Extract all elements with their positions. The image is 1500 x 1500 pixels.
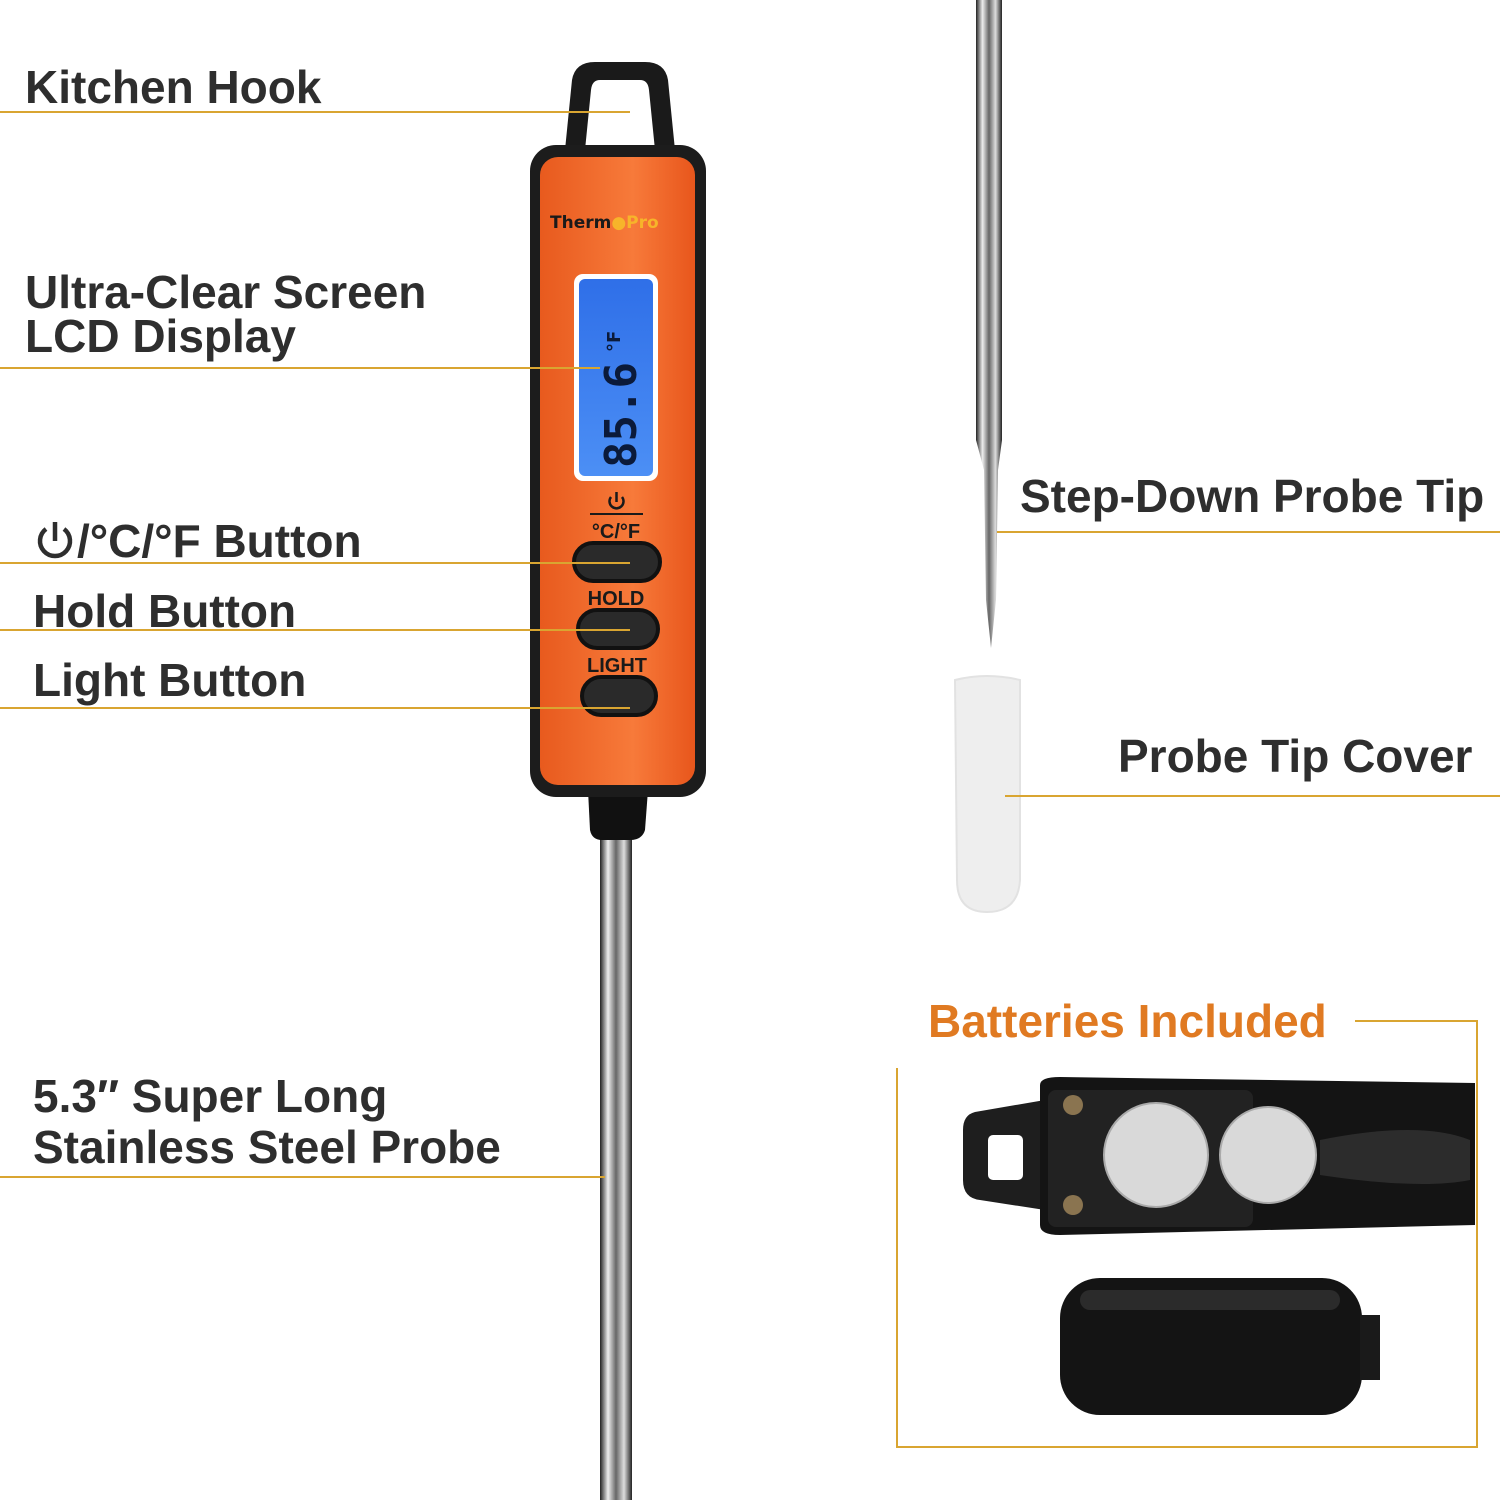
leader-line [0,367,600,369]
lcd-unit: °F [604,331,625,352]
label-screen-line1: Ultra-Clear Screen [25,266,427,318]
brand-logo: Therm●Pro [550,213,659,233]
light-button[interactable] [580,675,658,717]
label-light-button: Light Button [33,654,307,706]
leader-line [0,562,630,564]
probe-tip-cover [953,675,1021,914]
light-button-label: LIGHT [587,655,647,677]
kitchen-hook [565,62,675,150]
power-icon [37,522,73,559]
battery-compartment-photo [963,1077,1475,1235]
frame-line [1476,1020,1478,1448]
power-button-label-text: /°C/°F Button [77,515,362,567]
frame-line [1355,1020,1478,1022]
label-power-button: /°C/°F Button [33,518,362,564]
battery-cover-photo [1060,1278,1380,1415]
hold-button-label: HOLD [588,588,645,610]
label-probe-line1: 5.3″ Super Long [33,1070,388,1122]
leader-line [997,531,1500,533]
frame-line [896,1446,1478,1448]
label-tip-cover: Probe Tip Cover [1118,730,1473,782]
leader-line [1005,795,1500,797]
coin-battery [1219,1106,1317,1204]
frame-line [896,1068,898,1448]
unit-button-label: °C/°F [592,521,640,543]
leader-line [0,707,630,709]
power-symbol [608,492,625,510]
step-down-probe-tip [976,0,1002,648]
label-batteries: Batteries Included [928,995,1327,1047]
leader-line [0,629,630,631]
leader-line [0,111,630,113]
leader-line [0,1176,605,1178]
probe-neck [588,790,648,840]
label-probe-tip: Step-Down Probe Tip [1020,470,1485,522]
label-hold-button: Hold Button [33,585,297,637]
lcd-backlight [579,279,653,476]
label-probe-line2: Stainless Steel Probe [33,1121,501,1173]
label-kitchen-hook: Kitchen Hook [25,61,322,113]
steel-probe [600,835,632,1500]
label-screen-line2: LCD Display [25,310,296,362]
lcd-reading: 85.6 [596,362,647,468]
coin-battery [1103,1102,1209,1208]
